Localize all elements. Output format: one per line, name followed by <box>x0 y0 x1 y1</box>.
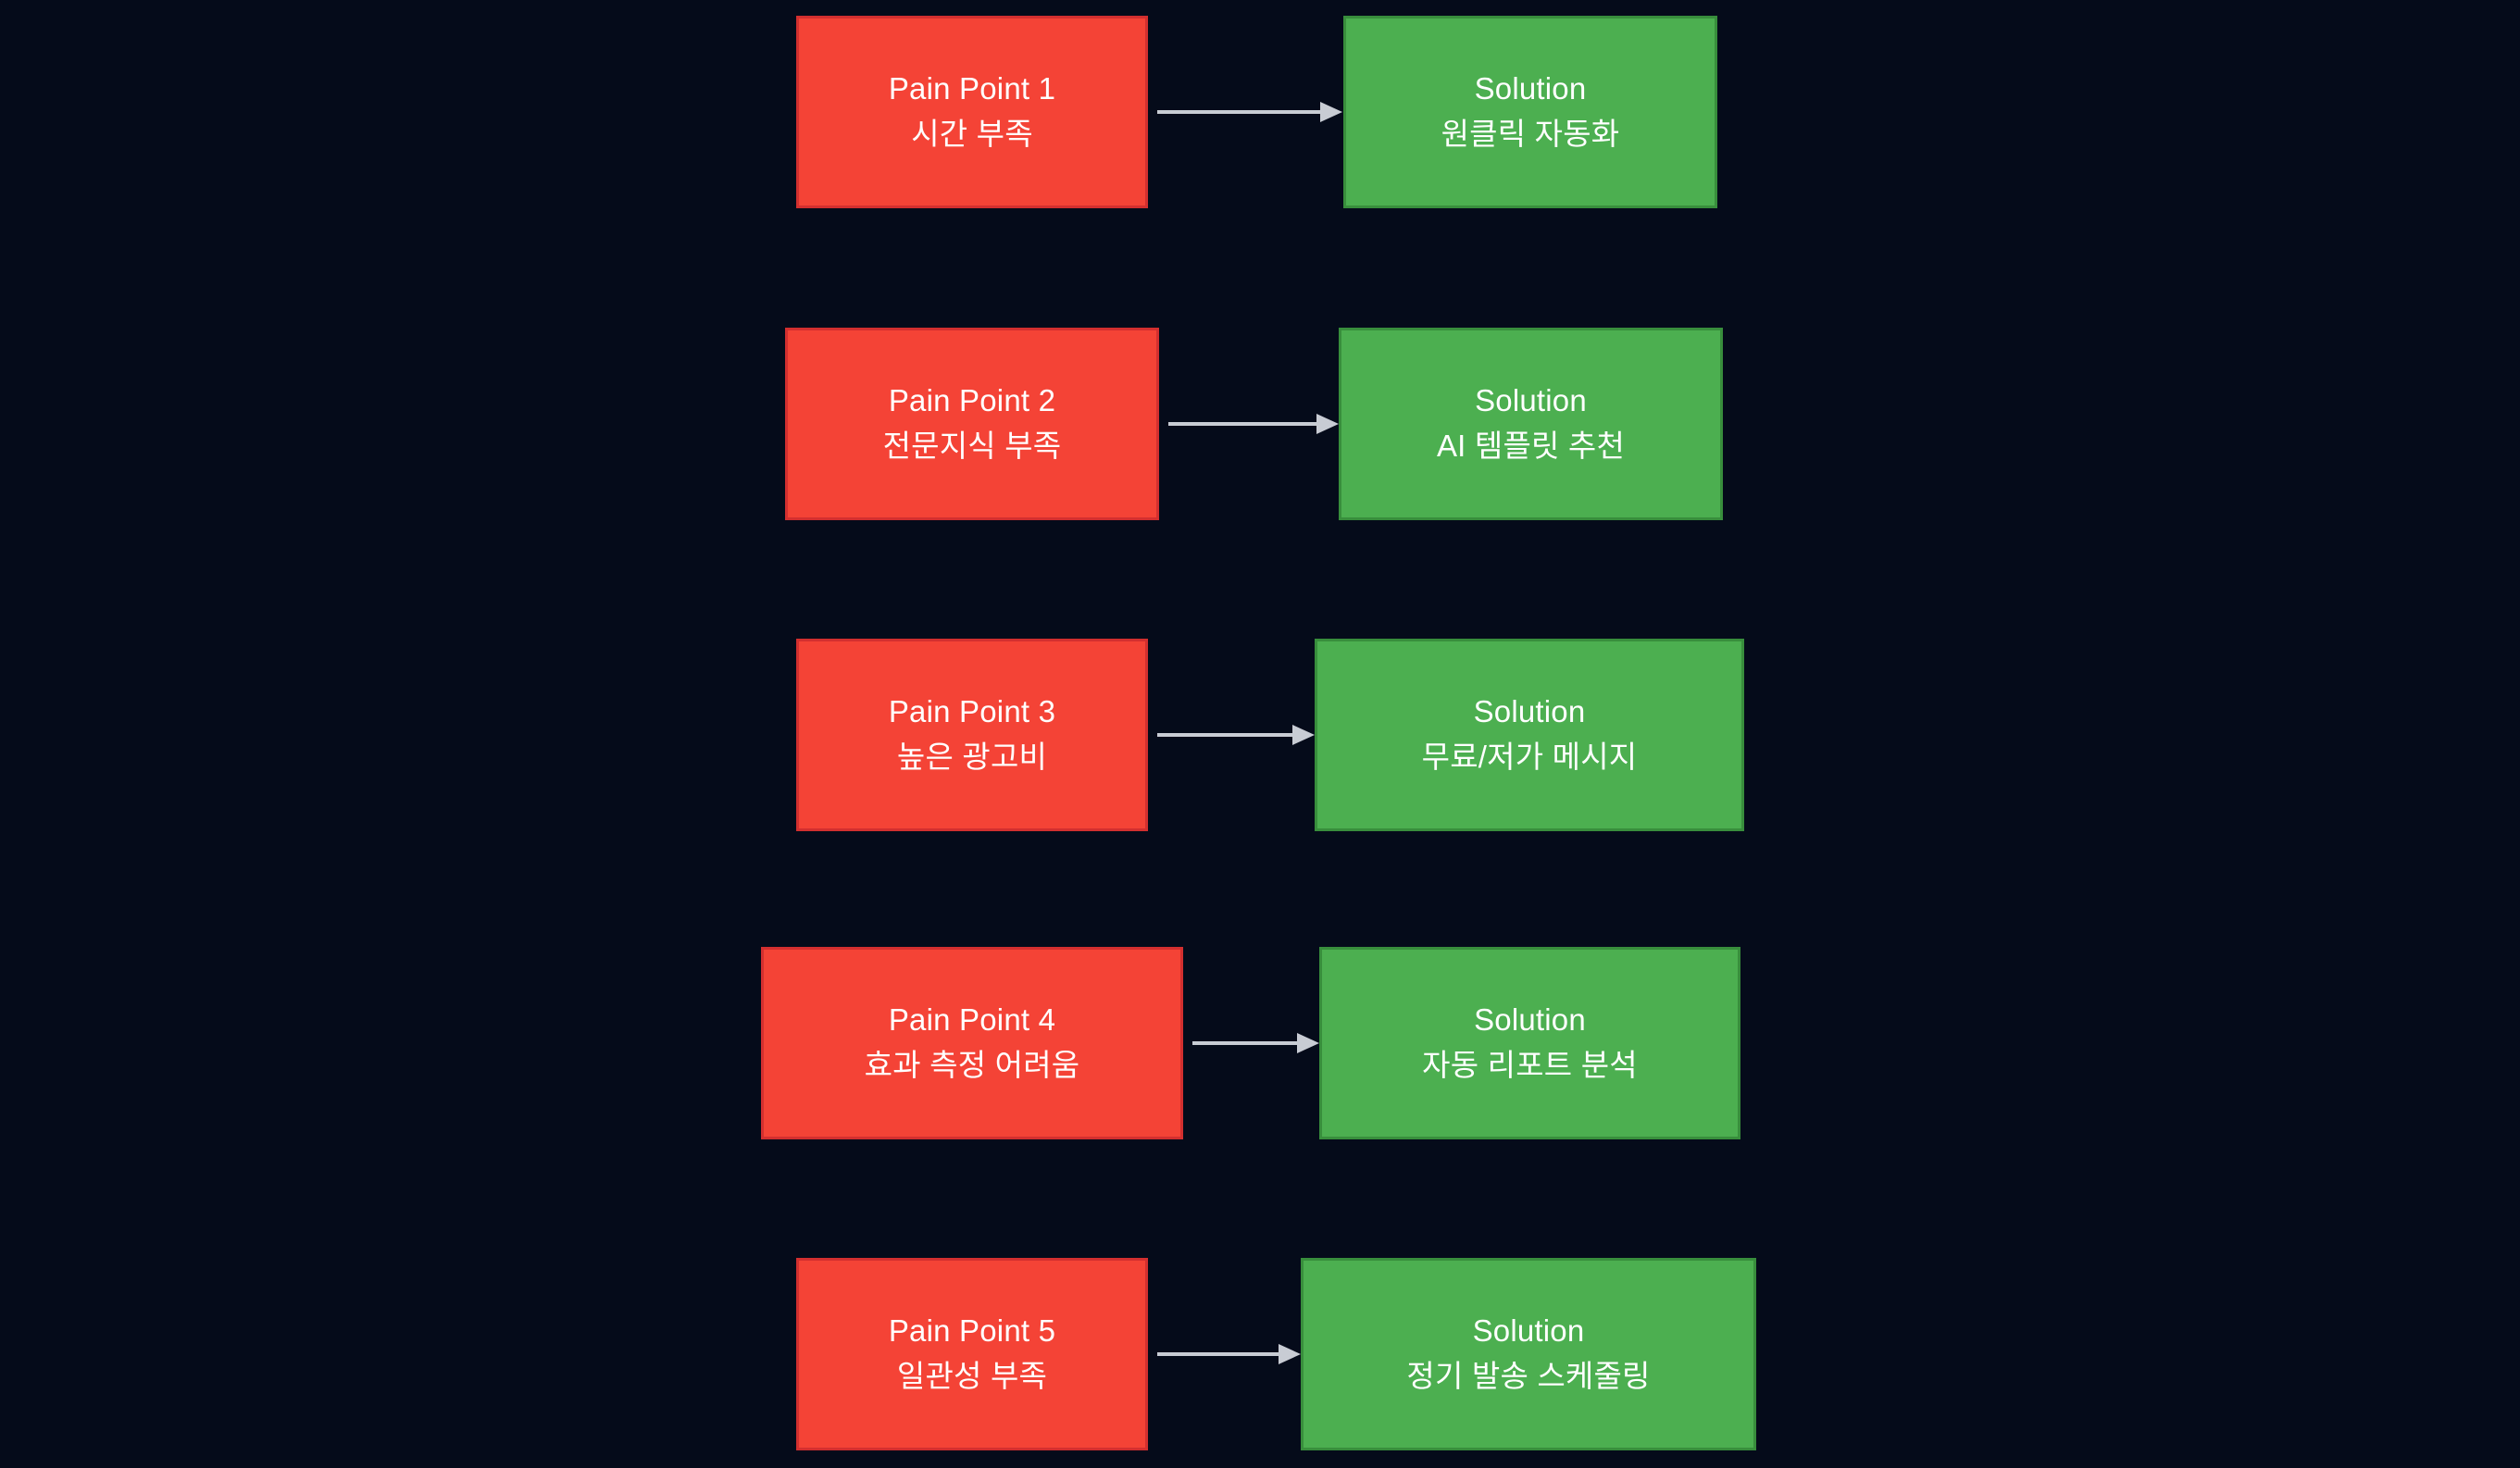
node-subtitle: 무료/저가 메시지 <box>1421 740 1638 774</box>
arrow-icon <box>1192 1033 1319 1053</box>
solution-node[interactable]: Solution 정기 발송 스케줄링 <box>1301 1258 1756 1450</box>
node-subtitle: 일관성 부족 <box>896 1359 1048 1393</box>
node-title: Solution <box>1474 1002 1586 1038</box>
node-title: Pain Point 1 <box>888 71 1056 106</box>
node-title: Solution <box>1472 1313 1585 1349</box>
flow-arrow <box>1168 410 1339 438</box>
arrow-icon <box>1157 1344 1301 1364</box>
flow-arrow <box>1192 1029 1319 1057</box>
solution-node[interactable]: Solution 자동 리포트 분석 <box>1319 947 1740 1139</box>
node-subtitle: AI 템플릿 추천 <box>1436 429 1626 463</box>
node-title: Pain Point 5 <box>888 1313 1056 1349</box>
node-title: Solution <box>1475 383 1587 418</box>
node-subtitle: 정기 발송 스케줄링 <box>1406 1359 1651 1393</box>
node-title: Pain Point 2 <box>888 383 1056 418</box>
node-subtitle: 높은 광고비 <box>896 740 1048 774</box>
node-title: Pain Point 3 <box>888 694 1056 729</box>
node-subtitle: 원클릭 자동화 <box>1441 117 1620 151</box>
node-title: Solution <box>1474 71 1587 106</box>
pain-point-node[interactable]: Pain Point 2 전문지식 부족 <box>785 328 1159 520</box>
pain-point-node[interactable]: Pain Point 3 높은 광고비 <box>796 639 1148 831</box>
node-subtitle: 자동 리포트 분석 <box>1422 1048 1638 1082</box>
solution-node[interactable]: Solution AI 템플릿 추천 <box>1339 328 1723 520</box>
flow-arrow <box>1157 98 1342 126</box>
pain-point-node[interactable]: Pain Point 5 일관성 부족 <box>796 1258 1148 1450</box>
arrow-icon <box>1157 102 1342 122</box>
flow-arrow <box>1157 721 1315 749</box>
arrow-icon <box>1168 414 1339 434</box>
node-subtitle: 효과 측정 어려움 <box>864 1048 1080 1082</box>
solution-node[interactable]: Solution 원클릭 자동화 <box>1343 16 1717 208</box>
arrow-icon <box>1157 725 1315 745</box>
pain-point-node[interactable]: Pain Point 4 효과 측정 어려움 <box>761 947 1183 1139</box>
pain-point-node[interactable]: Pain Point 1 시간 부족 <box>796 16 1148 208</box>
node-subtitle: 전문지식 부족 <box>882 429 1062 463</box>
node-subtitle: 시간 부족 <box>911 117 1033 151</box>
flow-arrow <box>1157 1340 1301 1368</box>
node-title: Pain Point 4 <box>888 1002 1056 1038</box>
node-title: Solution <box>1473 694 1586 729</box>
solution-node[interactable]: Solution 무료/저가 메시지 <box>1315 639 1744 831</box>
